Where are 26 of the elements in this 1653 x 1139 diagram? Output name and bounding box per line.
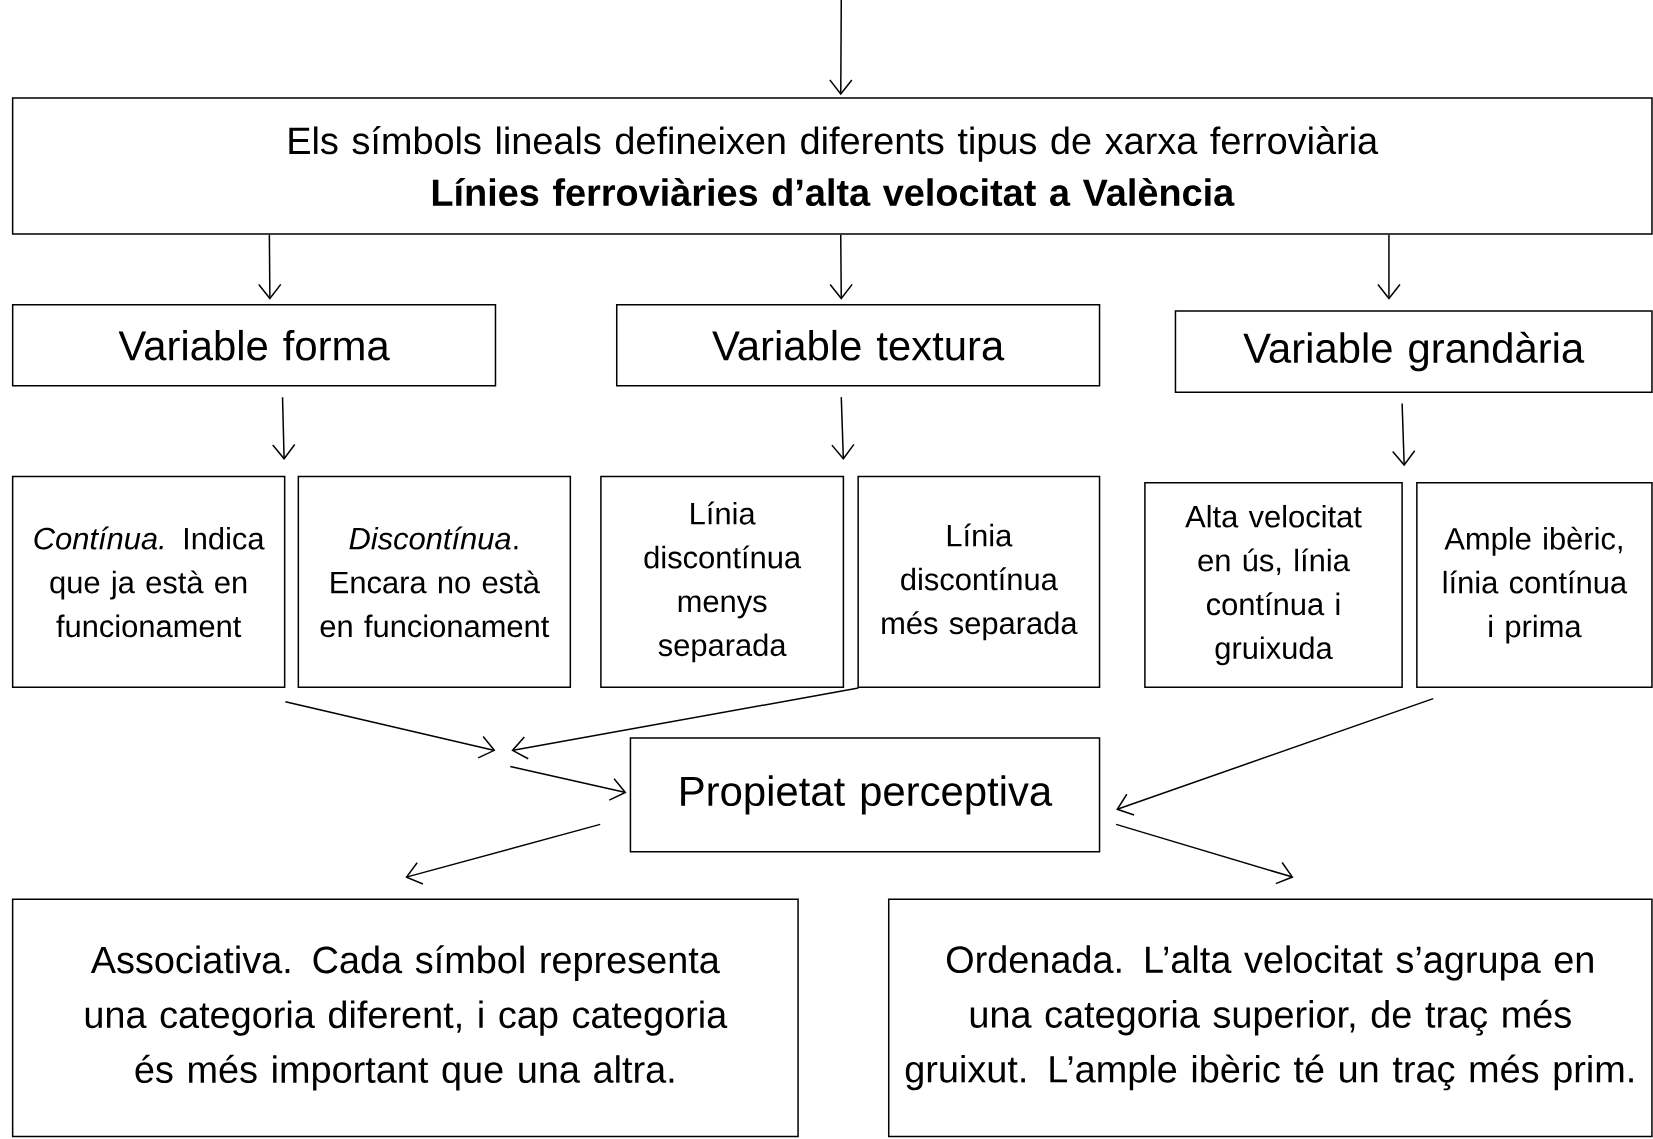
- arrow: [405, 823, 601, 885]
- process-box: Variable forma: [11, 304, 497, 387]
- arrow: [272, 396, 296, 461]
- arrow: [829, 234, 853, 300]
- arrow: [509, 765, 627, 802]
- process-box: Propietat perceptiva: [629, 737, 1101, 853]
- arrow: [1377, 234, 1401, 300]
- arrow: [1116, 698, 1434, 816]
- process-box: Discontínua. Encara no està en funcionament: [297, 476, 572, 689]
- process-box: Ample ibèric, línia contínua i prima: [1416, 482, 1653, 689]
- arrow: [1391, 402, 1416, 467]
- arrow: [258, 234, 282, 300]
- arrow: [284, 701, 496, 759]
- process-box: Els símbols lineals defineixen diferents tipus de xarxa ferroviària Línies ferroviàries d’alta velocitat a València: [11, 97, 1653, 235]
- arrow: [511, 687, 860, 760]
- process-box: Contínua. Indica que ja està en funcionament: [11, 476, 286, 689]
- arrow: [829, 0, 853, 96]
- arrow: [831, 396, 855, 461]
- process-box: Alta velocitat en ús, línia contínua i gruixuda: [1144, 482, 1403, 689]
- process-box: Variable textura: [616, 304, 1101, 387]
- process-box: Línia discontínua menys separada: [600, 476, 845, 689]
- process-box: Línia discontínua més separada: [857, 476, 1101, 689]
- process-box: Ordenada. L’alta velocitat s’agrupa en una categoria superior, de traç més gruixut. L’ample ibèric té un traç més prim.: [888, 898, 1653, 1138]
- arrow: [1115, 823, 1294, 885]
- process-box: Associativa. Cada símbol representa una categoria diferent, i cap categoria és més important que una altra.: [11, 898, 799, 1138]
- process-box: Variable grandària: [1174, 310, 1653, 394]
